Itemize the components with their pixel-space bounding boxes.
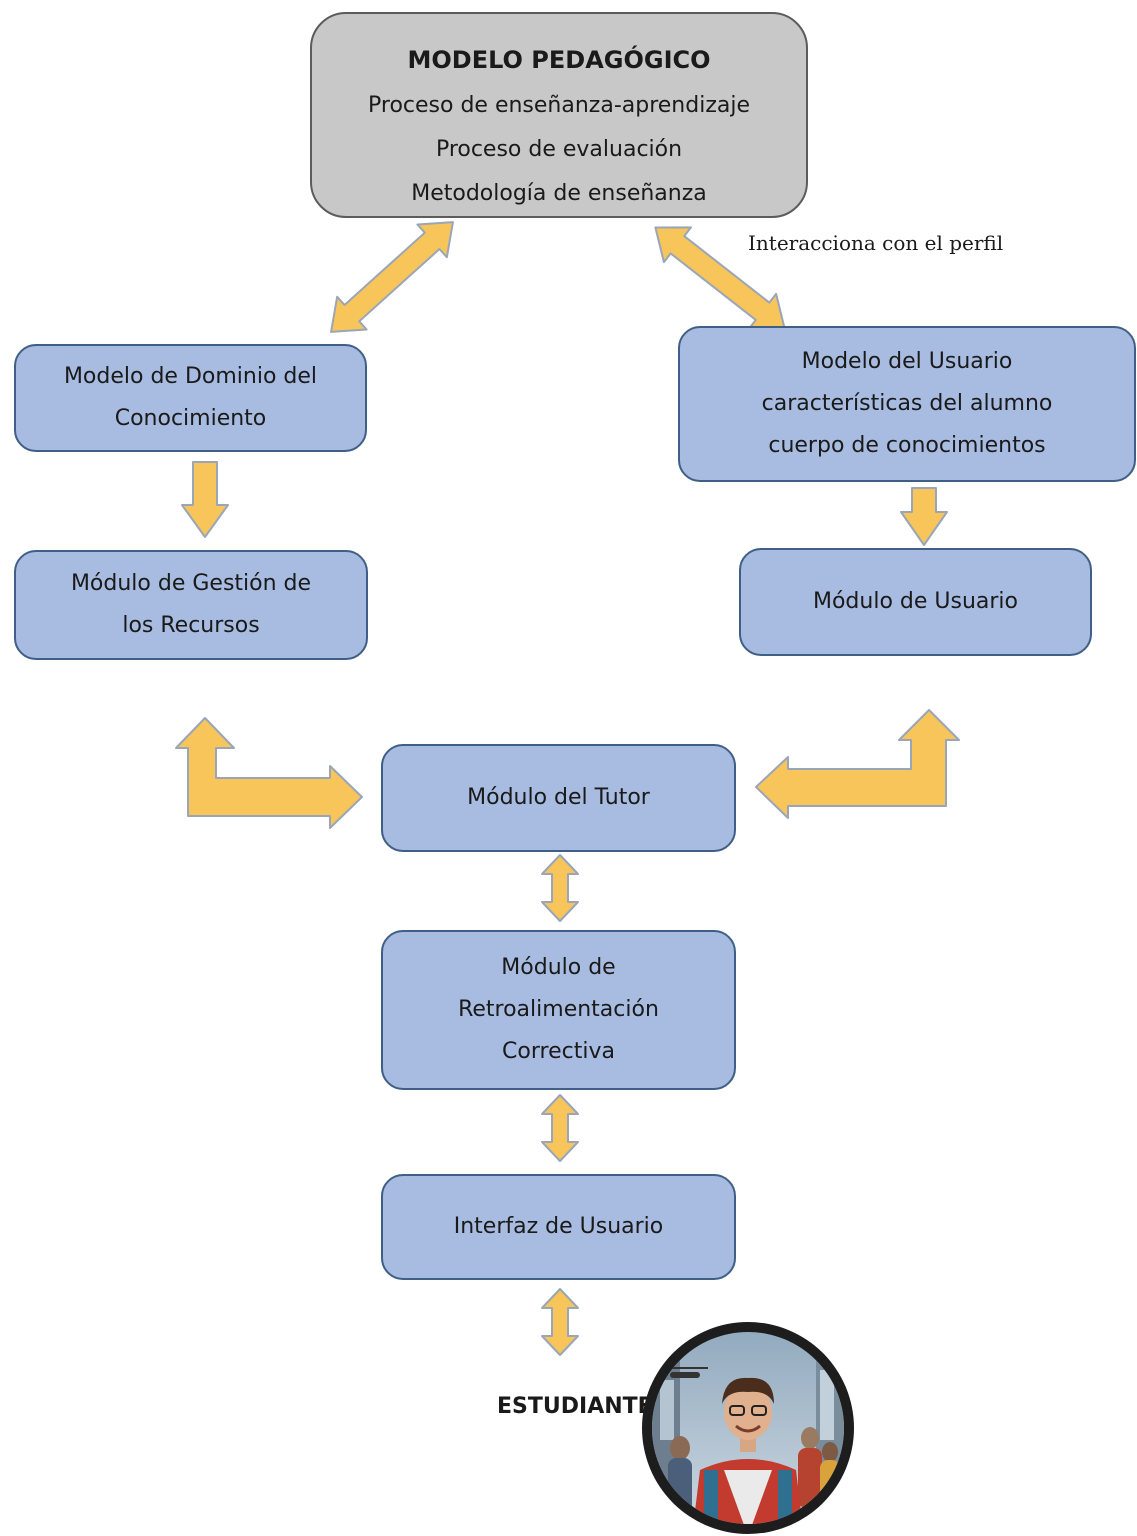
pedagogical-model-title: MODELO PEDAGÓGICO	[407, 46, 711, 74]
arrow-feedback-interface	[541, 1094, 579, 1162]
arrow-resources-tutor-elbow	[175, 717, 363, 829]
arrow-tutor-feedback	[541, 854, 579, 922]
domain-model-box: Modelo de Dominio del Conocimiento	[14, 344, 367, 452]
feedback-module-line-3: Correctiva	[502, 1039, 615, 1064]
resource-module-box: Módulo de Gestión de los Recursos	[14, 550, 368, 660]
user-model-line-2: características del alumno	[761, 391, 1053, 416]
pedagogical-model-box: MODELO PEDAGÓGICO Proceso de enseñanza-a…	[310, 12, 808, 218]
arrow-pedagogical-domain	[330, 221, 454, 333]
arrow-interface-student	[541, 1288, 579, 1356]
feedback-module-line-1: Módulo de	[501, 955, 616, 980]
arrow-user-module-tutor-elbow	[755, 709, 960, 819]
pedagogical-model-line-1: Proceso de enseñanza-aprendizaje	[368, 93, 750, 118]
tutor-module-box: Módulo del Tutor	[381, 744, 736, 852]
feedback-module-line-2: Retroalimentación	[458, 997, 659, 1022]
user-model-box: Modelo del Usuario características del a…	[678, 326, 1136, 482]
pedagogical-model-line-2: Proceso de evaluación	[435, 137, 683, 162]
user-interface-line-1: Interfaz de Usuario	[453, 1214, 664, 1239]
user-module-box: Módulo de Usuario	[739, 548, 1092, 656]
arrow-domain-to-resources	[181, 461, 229, 538]
user-interface-box: Interfaz de Usuario	[381, 1174, 736, 1280]
student-label: ESTUDIANTE	[497, 1394, 653, 1419]
student-photo	[642, 1322, 854, 1534]
arrow-user-model-to-user-module	[900, 487, 948, 546]
tutor-module-line-1: Módulo del Tutor	[467, 785, 650, 810]
resource-module-line-1: Módulo de Gestión de	[70, 571, 312, 596]
interaction-note: Interacciona con el perfil	[748, 231, 1004, 255]
pedagogical-model-line-3: Metodología de enseñanza	[411, 181, 707, 206]
user-model-line-3: cuerpo de conocimientos	[768, 433, 1046, 458]
resource-module-line-2: los Recursos	[122, 613, 260, 638]
domain-model-line-1: Modelo de Dominio del	[63, 364, 318, 389]
domain-model-line-2: Conocimiento	[114, 406, 267, 431]
feedback-module-box: Módulo de Retroalimentación Correctiva	[381, 930, 736, 1090]
user-module-line-1: Módulo de Usuario	[812, 589, 1018, 614]
user-model-line-1: Modelo del Usuario	[801, 349, 1013, 374]
